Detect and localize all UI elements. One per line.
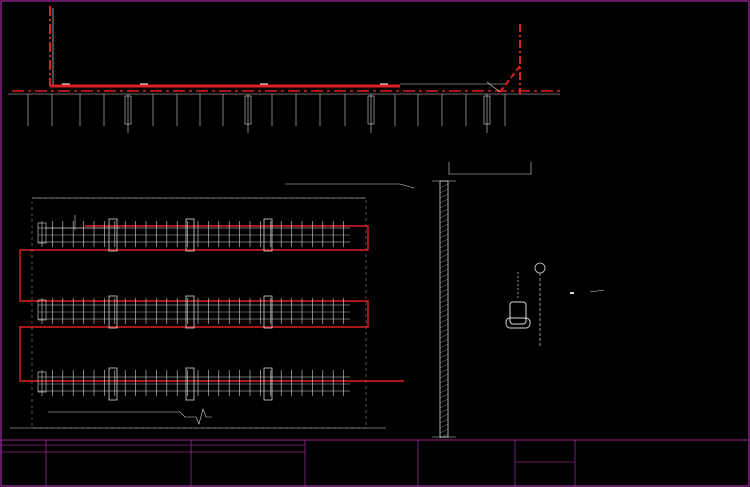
hanger-bracket — [244, 95, 252, 125]
hatch-line — [439, 248, 449, 254]
hatch-line — [439, 433, 449, 439]
hatch-line — [439, 313, 449, 319]
hatch-line — [439, 393, 449, 399]
hatch-line — [439, 308, 449, 314]
hatch-line — [439, 428, 449, 434]
hatch-line — [439, 403, 449, 409]
rack-end-cap — [37, 222, 47, 244]
break-line — [48, 408, 212, 425]
component-body — [509, 301, 527, 325]
hatch-line — [439, 323, 449, 329]
right-diagonal-pipe — [499, 65, 521, 93]
hatch-line — [439, 328, 449, 334]
rack-support — [263, 218, 273, 252]
column-hatching — [439, 183, 449, 439]
hatch-line — [439, 258, 449, 264]
hatch-line — [439, 338, 449, 344]
hatch-line — [439, 223, 449, 229]
hatch-line — [439, 298, 449, 304]
hatch-line — [439, 273, 449, 279]
hatch-line — [439, 238, 449, 244]
title-block[interactable] — [1, 439, 749, 486]
hatch-line — [439, 383, 449, 389]
hatch-line — [439, 228, 449, 234]
hatch-line — [439, 373, 449, 379]
rack-rows — [37, 215, 350, 401]
hatch-line — [439, 363, 449, 369]
hatch-line — [439, 218, 449, 224]
hatch-line — [439, 368, 449, 374]
plan-view[interactable] — [10, 183, 415, 429]
rack-support — [185, 218, 195, 252]
dimension-bracket — [448, 162, 532, 175]
component-base — [505, 317, 531, 329]
hatch-line — [439, 398, 449, 404]
rack-support — [108, 218, 118, 252]
hatch-line — [439, 388, 449, 394]
hatch-line — [439, 193, 449, 199]
hatch-line — [439, 358, 449, 364]
section-view[interactable] — [8, 6, 560, 133]
component-detail[interactable] — [505, 262, 605, 348]
hatch-line — [439, 213, 449, 219]
hatch-line — [439, 423, 449, 429]
hatch-line — [439, 188, 449, 194]
hatch-line — [439, 253, 449, 259]
plan-outline — [31, 197, 367, 429]
hatch-line — [439, 333, 449, 339]
leader-tick — [399, 183, 415, 189]
small-line — [589, 289, 605, 293]
right-diagonal-thin — [486, 81, 501, 93]
hatch-line — [439, 198, 449, 204]
side-detail[interactable] — [432, 162, 532, 439]
hatch-line — [439, 418, 449, 424]
hatch-line — [439, 303, 449, 309]
rack-support — [108, 367, 118, 401]
hatch-line — [439, 343, 449, 349]
hatch-line — [439, 183, 449, 189]
hatch-line — [439, 348, 449, 354]
hanger-bracket — [367, 95, 375, 125]
rack-end-cap — [37, 299, 47, 321]
hatch-line — [439, 408, 449, 414]
rack-support — [108, 295, 118, 329]
hatch-line — [439, 378, 449, 384]
hatch-line — [439, 263, 449, 269]
hanger-posts — [27, 83, 506, 133]
hanger-bracket — [483, 95, 491, 125]
hatch-line — [439, 268, 449, 274]
hatch-line — [439, 293, 449, 299]
rack-support — [263, 295, 273, 329]
hatch-line — [439, 288, 449, 294]
hatch-line — [439, 203, 449, 209]
hatch-line — [439, 318, 449, 324]
rack-support — [185, 367, 195, 401]
gauge-icon — [534, 262, 546, 274]
heating-loop-pipe — [19, 225, 404, 382]
hatch-line — [439, 413, 449, 419]
hatch-line — [439, 208, 449, 214]
rack-end-cap — [37, 371, 47, 393]
hatch-line — [439, 243, 449, 249]
hatch-line — [439, 278, 449, 284]
rack-support — [185, 295, 195, 329]
hatch-line — [439, 283, 449, 289]
hatch-line — [439, 233, 449, 239]
rack-support — [263, 367, 273, 401]
hatch-line — [439, 353, 449, 359]
hanger-bracket — [124, 95, 132, 125]
